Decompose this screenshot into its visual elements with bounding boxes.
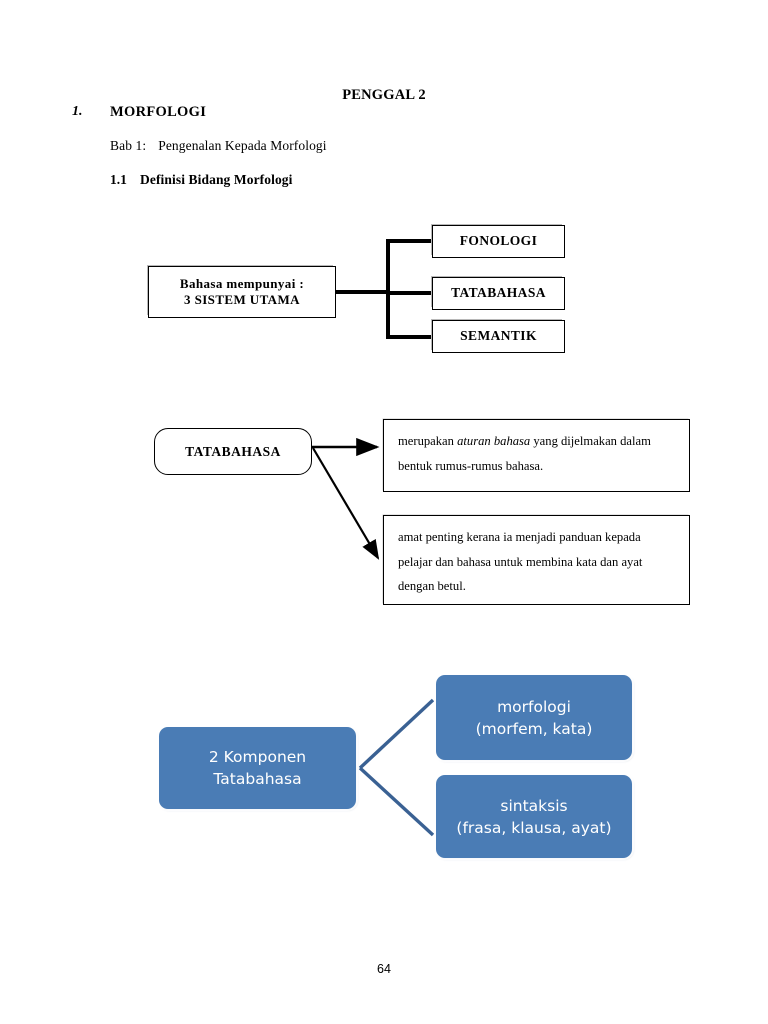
node-sintaksis-line2: (frasa, klausa, ayat): [456, 818, 612, 837]
definition-1-post: yang dijelmakan dalam bentuk rumus-rumus…: [398, 434, 651, 473]
node-root-line2: 3 SISTEM UTAMA: [184, 292, 300, 307]
node-komponen-text: 2 Komponen Tatabahasa: [209, 746, 306, 790]
node-2-komponen-tatabahasa: 2 Komponen Tatabahasa: [159, 727, 356, 809]
node-fonologi-label: FONOLOGI: [459, 233, 538, 249]
node-sintaksis-text: sintaksis (frasa, klausa, ayat): [456, 795, 611, 839]
node-komponen-line1: 2 Komponen: [208, 748, 307, 766]
node-sintaksis: sintaksis (frasa, klausa, ayat): [436, 775, 632, 858]
definition-box-2: amat penting kerana ia menjadi panduan k…: [383, 515, 690, 605]
definition-box-1: merupakan aturan bahasa yang dijelmakan …: [383, 419, 690, 492]
page-number: 64: [377, 962, 391, 976]
node-morfologi-line2: (morfem, kata): [475, 719, 593, 738]
node-root-line1: Bahasa mempunyai :: [179, 275, 305, 291]
section-number: 1.: [72, 104, 83, 119]
page-title: PENGGAL 2: [342, 87, 426, 103]
node-tatabahasa-rounded-label: TATABAHASA: [185, 443, 281, 459]
section-title: MORFOLOGI: [110, 104, 207, 120]
subsection-title: Definisi Bidang Morfologi: [140, 172, 293, 187]
chapter-title: Pengenalan Kepada Morfologi: [158, 138, 327, 153]
node-semantik-label: SEMANTIK: [460, 328, 537, 344]
node-morfologi-line1: morfologi: [497, 697, 571, 716]
node-semantik: SEMANTIK: [432, 320, 565, 353]
definition-1-emphasis: aturan bahasa: [457, 434, 531, 448]
node-morfologi: morfologi (morfem, kata): [436, 675, 632, 760]
subsection-number: 1.1: [110, 172, 127, 187]
node-tatabahasa-label: TATABAHASA: [451, 285, 546, 301]
chapter-label: Bab 1:: [110, 138, 147, 153]
node-sintaksis-line1: sintaksis: [500, 796, 568, 815]
node-tatabahasa-rounded: TATABAHASA: [154, 428, 312, 475]
node-fonologi: FONOLOGI: [432, 225, 565, 258]
node-root-text: Bahasa mempunyai : 3 SISTEM UTAMA: [180, 276, 304, 309]
definition-2-text: amat penting kerana ia menjadi panduan k…: [398, 530, 643, 594]
chapter-line: Bab 1: Pengenalan Kepada Morfologi: [110, 138, 327, 154]
node-language-has-3-systems: Bahasa mempunyai : 3 SISTEM UTAMA: [148, 266, 336, 318]
node-komponen-line2: Tatabahasa: [213, 770, 302, 788]
node-tatabahasa: TATABAHASA: [432, 277, 565, 310]
node-morfologi-text: morfologi (morfem, kata): [476, 696, 593, 740]
definition-1-pre: merupakan: [398, 434, 458, 448]
